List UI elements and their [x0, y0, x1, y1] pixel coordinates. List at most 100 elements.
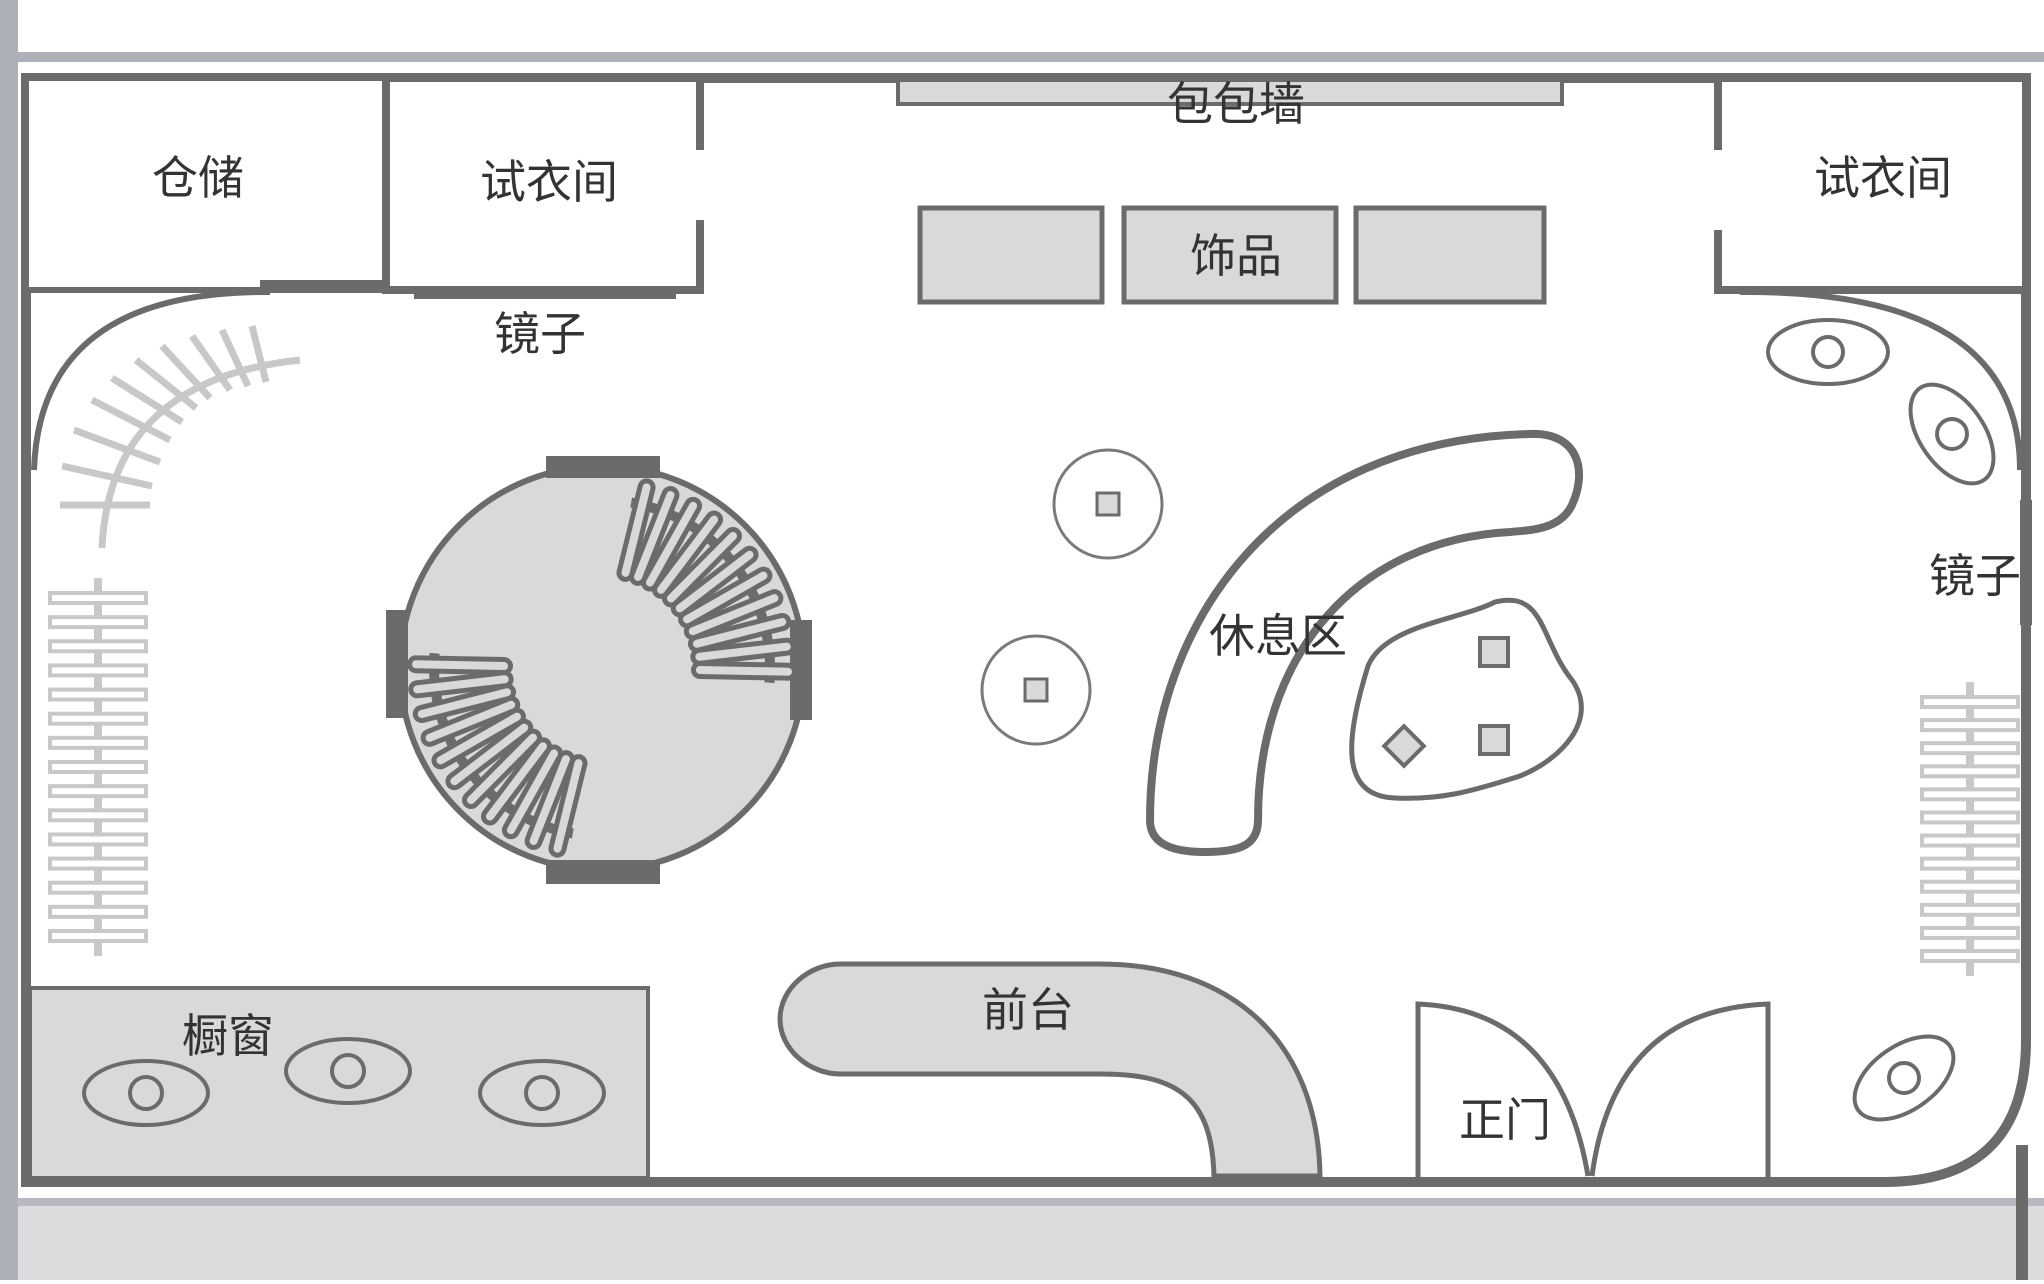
accessory-table-2	[1121, 205, 1339, 305]
hanger	[48, 711, 148, 726]
storage-room	[23, 75, 389, 293]
hanger	[248, 325, 270, 383]
hanger	[133, 357, 199, 411]
oval-display-center	[1935, 417, 1969, 451]
curved-wall-left	[31, 288, 271, 471]
hanger	[48, 808, 148, 823]
left-outer-strip	[0, 0, 18, 1280]
hanger	[218, 328, 252, 388]
hanger-inner	[683, 571, 768, 624]
hanger	[1920, 902, 2020, 917]
hanger	[1920, 833, 2020, 848]
right-outer-post	[2016, 1145, 2028, 1280]
side-tables	[980, 448, 1164, 746]
hanger	[48, 639, 148, 654]
label-mirror-right: 镜子	[1929, 549, 2021, 603]
round-display-post-top	[546, 456, 660, 478]
label-bag-wall: 包包墙	[1167, 77, 1305, 131]
hanger	[48, 615, 148, 630]
coffee-table	[1349, 597, 1584, 801]
round-display-post-left	[386, 610, 408, 718]
label-accessories: 饰品	[1190, 229, 1282, 283]
mirror-top-bar	[414, 290, 676, 299]
hanger	[72, 426, 162, 466]
hanger-inner	[688, 594, 779, 636]
fitting-room-left-door-gap	[690, 150, 710, 220]
label-fitting-room-right: 试衣间	[1814, 151, 1952, 205]
door-leaf-right	[1589, 1001, 1771, 1178]
hanger-inner	[529, 755, 570, 845]
display-ovals-right	[1766, 318, 1996, 1122]
label-display-window: 橱窗	[182, 1009, 274, 1063]
hanger-inner	[467, 733, 537, 805]
hanger-inner	[645, 501, 698, 587]
window-stand	[82, 1059, 210, 1127]
oval-display	[1766, 318, 1890, 386]
round-display	[386, 456, 812, 884]
hanger	[1920, 718, 2020, 733]
hanger	[1920, 925, 2020, 940]
hanger-inner	[695, 665, 792, 676]
accessory-tables	[917, 205, 1547, 305]
hanger-inner	[634, 491, 675, 581]
top-outer-strip	[18, 52, 2044, 62]
clothes-rack-straight-right	[1920, 682, 2020, 976]
hanger	[48, 663, 148, 678]
street-edge	[18, 1198, 2044, 1206]
hanger-inner	[450, 723, 529, 786]
hanger	[1920, 810, 2020, 825]
clothes-rack-curved-top-left	[60, 325, 301, 549]
hanger-inner	[692, 618, 787, 648]
hanger	[48, 880, 148, 895]
hanger-inner	[485, 742, 547, 821]
accessory-table-1	[917, 205, 1105, 305]
street-strip	[18, 1198, 2044, 1280]
oval-display	[1908, 382, 1996, 486]
hanger	[189, 333, 233, 393]
round-rack-upper-right	[616, 478, 797, 684]
hanger	[48, 832, 148, 847]
window-stand-center	[330, 1053, 366, 1089]
label-main-door: 正门	[1459, 1093, 1551, 1147]
display-window	[28, 986, 650, 1180]
hanger	[48, 856, 148, 871]
lounge-sofa	[1145, 429, 1583, 857]
side-table-2-item	[1023, 677, 1049, 703]
window-stand-center	[524, 1075, 560, 1111]
hanger	[110, 375, 184, 425]
hanger	[48, 760, 148, 774]
hanger-inner	[436, 712, 521, 765]
hanger-inner	[417, 688, 512, 718]
hanger	[90, 396, 172, 444]
hanger	[1920, 764, 2020, 779]
hanger-inner	[695, 642, 791, 661]
accessory-table-3	[1353, 205, 1547, 305]
storage-door-mark	[260, 280, 386, 290]
label-front-desk: 前台	[982, 983, 1074, 1037]
front-desk	[777, 961, 1323, 1179]
hanger	[48, 687, 148, 702]
hanger	[48, 591, 148, 605]
hanger-inner	[425, 700, 516, 742]
hanger	[1920, 741, 2020, 756]
window-stand	[478, 1059, 606, 1127]
top-right-room	[1710, 74, 2030, 294]
window-stand-center	[128, 1075, 164, 1111]
window-stand	[284, 1037, 412, 1105]
fitting-room-right-door-gap	[1710, 150, 1728, 230]
coffee-table-item-2	[1478, 724, 1510, 756]
hanger-inner	[621, 483, 651, 577]
hanger-inner	[553, 759, 583, 853]
round-display-post-bottom	[546, 860, 660, 884]
oval-display-center	[1811, 335, 1845, 369]
label-storage: 仓储	[152, 151, 244, 205]
curved-wall-right	[1739, 288, 2023, 471]
hanger-inner	[667, 531, 737, 603]
hanger-inner	[657, 515, 719, 594]
bag-wall-shelf	[896, 78, 1564, 106]
hanger	[1920, 695, 2020, 709]
hanger	[1920, 787, 2020, 802]
main-door	[1415, 1001, 1771, 1178]
round-rack-lower-left	[407, 652, 588, 858]
